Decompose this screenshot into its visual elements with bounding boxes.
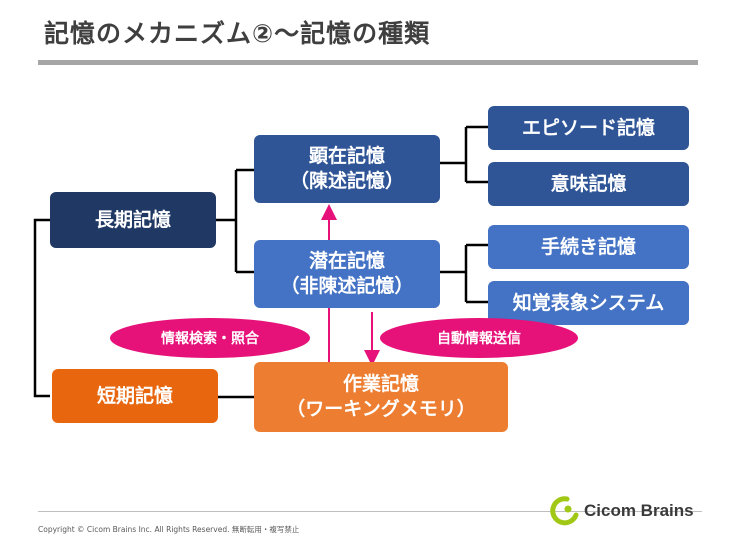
node-explicit-sublabel: （陳述記憶）	[289, 170, 404, 192]
auto-send-label: 自動情報送信	[380, 318, 578, 358]
node-perceptual: 知覚表象システム	[488, 281, 689, 325]
node-perceptual-label: 知覚表象システム	[512, 291, 665, 314]
node-implicit: 潜在記憶 （非陳述記憶）	[254, 240, 440, 308]
node-semantic: 意味記憶	[488, 162, 689, 206]
node-long-term: 長期記憶	[50, 192, 216, 248]
node-long-term-label: 長期記憶	[94, 208, 171, 231]
cicom-swirl-icon	[550, 496, 579, 526]
title-divider	[38, 60, 698, 65]
company-logo: Cicom Brains	[548, 496, 694, 526]
node-working-label: 作業記憶	[342, 373, 419, 396]
node-short-term-label: 短期記憶	[96, 384, 173, 407]
node-episodic-label: エピソード記憶	[521, 116, 655, 139]
node-working: 作業記憶 （ワーキングメモリ）	[254, 362, 508, 432]
root-bracket	[33, 218, 50, 398]
node-implicit-label: 潜在記憶	[308, 250, 385, 273]
footer-divider	[38, 511, 702, 512]
node-implicit-sublabel: （非陳述記憶）	[280, 275, 414, 297]
retrieval-label: 情報検索・照合	[110, 318, 310, 358]
node-short-term: 短期記憶	[52, 369, 218, 423]
copyright-text: Copyright © Cicom Brains Inc. All Rights…	[38, 525, 300, 534]
node-procedural: 手続き記憶	[488, 225, 689, 269]
node-semantic-label: 意味記憶	[550, 172, 627, 195]
logo-text: Cicom Brains	[584, 501, 694, 520]
node-explicit-label: 顕在記憶	[308, 145, 385, 168]
node-explicit: 顕在記憶 （陳述記憶）	[254, 135, 440, 203]
node-procedural-label: 手続き記憶	[540, 235, 636, 258]
node-episodic: エピソード記憶	[488, 106, 689, 150]
node-working-sublabel: （ワーキングメモリ）	[286, 398, 476, 420]
page-title: 記憶のメカニズム②～記憶の種類	[44, 19, 431, 48]
